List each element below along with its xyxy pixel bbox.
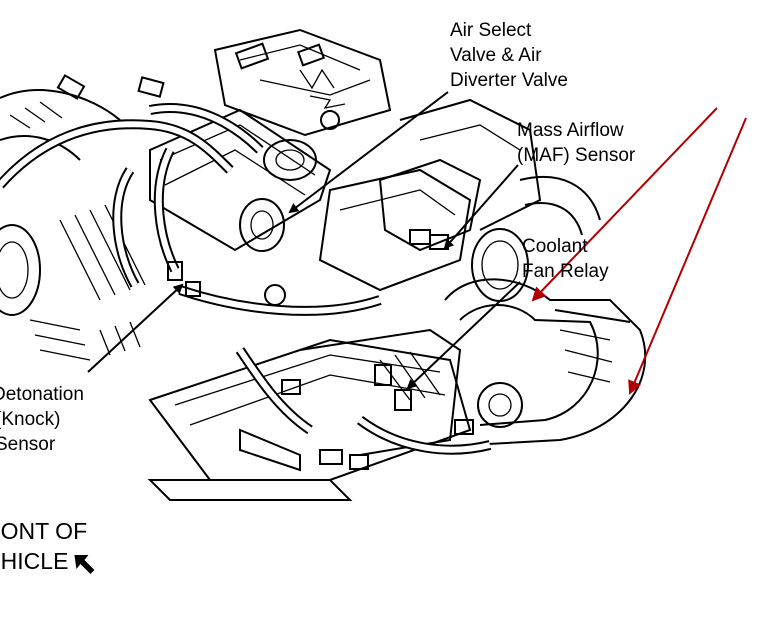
- svg-text:Detonation: Detonation: [0, 384, 84, 405]
- label-knock-sensor: Detonation (Knock) Sensor: [0, 384, 84, 455]
- svg-text:(Knock): (Knock): [0, 409, 60, 430]
- svg-text:Diverter Valve: Diverter Valve: [450, 70, 568, 91]
- svg-text:(MAF) Sensor: (MAF) Sensor: [517, 145, 636, 166]
- air-select-leader: [288, 91, 449, 214]
- svg-text:Mass Airflow: Mass Airflow: [517, 120, 624, 141]
- svg-text:VEHICLE: VEHICLE: [0, 548, 68, 574]
- maf-leader: [443, 164, 519, 250]
- svg-text:Coolant: Coolant: [522, 236, 588, 257]
- coolant-leader: [406, 281, 521, 390]
- callout-leaders: [87, 91, 521, 390]
- label-air-select: Air Select Valve & Air Diverter Valve: [450, 20, 568, 91]
- knock-leader: [87, 283, 184, 373]
- engine-illustration: [0, 28, 647, 501]
- svg-text:FRONT OF: FRONT OF: [0, 518, 87, 544]
- label-front-of-vehicle: FRONT OF VEHICLE: [0, 518, 95, 574]
- svg-text:Fan Relay: Fan Relay: [522, 261, 609, 282]
- red-arrow-1: [531, 107, 718, 302]
- svg-text:Valve & Air: Valve & Air: [450, 45, 542, 66]
- red-arrow-2: [628, 117, 747, 395]
- front-direction-arrow-icon: [74, 555, 95, 574]
- label-maf-sensor: Mass Airflow (MAF) Sensor: [517, 120, 636, 166]
- svg-text:Air Select: Air Select: [450, 20, 532, 41]
- red-annotation-arrows: [531, 107, 747, 395]
- label-coolant-fan-relay: Coolant Fan Relay: [522, 236, 609, 282]
- svg-text:Sensor: Sensor: [0, 434, 56, 455]
